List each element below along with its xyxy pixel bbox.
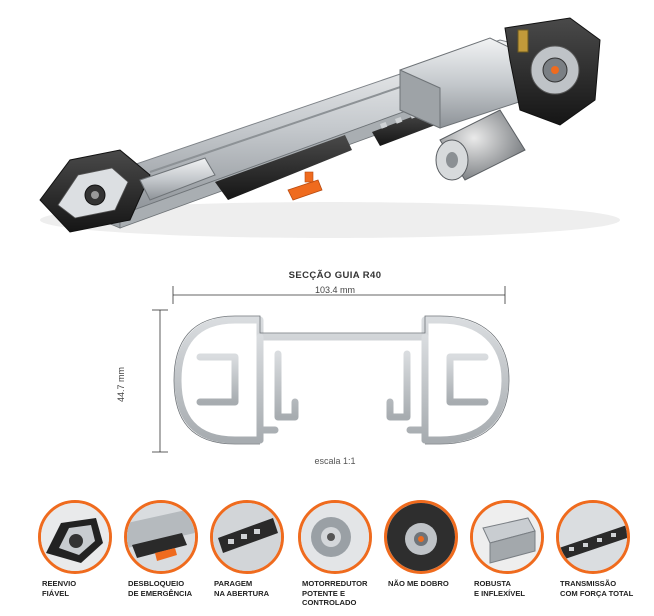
- chain-stop-icon: [210, 500, 284, 574]
- feature-label: NÃO ME DOBRO: [388, 579, 449, 588]
- feature-no-bend: NÃO ME DOBRO: [384, 500, 466, 589]
- emergency-release-icon: [124, 500, 198, 574]
- feature-label: TRANSMISSÃO COM FORÇA TOTAL: [560, 579, 634, 598]
- section-profile-drawing: [152, 286, 510, 453]
- section-title: SECÇÃO GUIA R40: [288, 270, 382, 281]
- feature-label: REENVIO FIÁVEL: [42, 579, 77, 598]
- feature-stop-on-opening: PARAGEM NA ABERTURA: [210, 500, 292, 598]
- rail-profile-icon: [470, 500, 544, 574]
- feature-robust: ROBUSTA E INFLEXÍVEL: [470, 500, 552, 598]
- gearmotor-icon: [298, 500, 372, 574]
- operator-rail-illustration: [39, 17, 620, 238]
- feature-emergency-release: DESBLOQUEIO DE EMERGÊNCIA: [124, 500, 206, 598]
- feature-label: PARAGEM NA ABERTURA: [214, 579, 270, 598]
- feature-reliable-return: REENVIO FIÁVEL: [38, 500, 120, 598]
- feature-label: ROBUSTA E INFLEXÍVEL: [474, 579, 526, 598]
- rail-cross-section: SECÇÃO GUIA R40 103.4 mm 44.7 mm: [116, 262, 530, 477]
- feature-full-transmission: TRANSMISSÃO COM FORÇA TOTAL: [556, 500, 638, 598]
- scale-label: escala 1:1: [314, 456, 356, 466]
- motor-head-icon: [384, 500, 458, 574]
- feature-label: MOTORREDUTOR POTENTE E CONTROLADO: [302, 579, 368, 607]
- feature-label: DESBLOQUEIO DE EMERGÊNCIA: [128, 579, 193, 598]
- width-dimension-label: 103.4 mm: [314, 285, 356, 295]
- chain-drive-icon: [556, 500, 630, 574]
- pulley-end-icon: [38, 500, 112, 574]
- feature-gearmotor: MOTORREDUTOR POTENTE E CONTROLADO: [298, 500, 380, 608]
- height-dimension-label: 44.7 mm: [116, 366, 126, 402]
